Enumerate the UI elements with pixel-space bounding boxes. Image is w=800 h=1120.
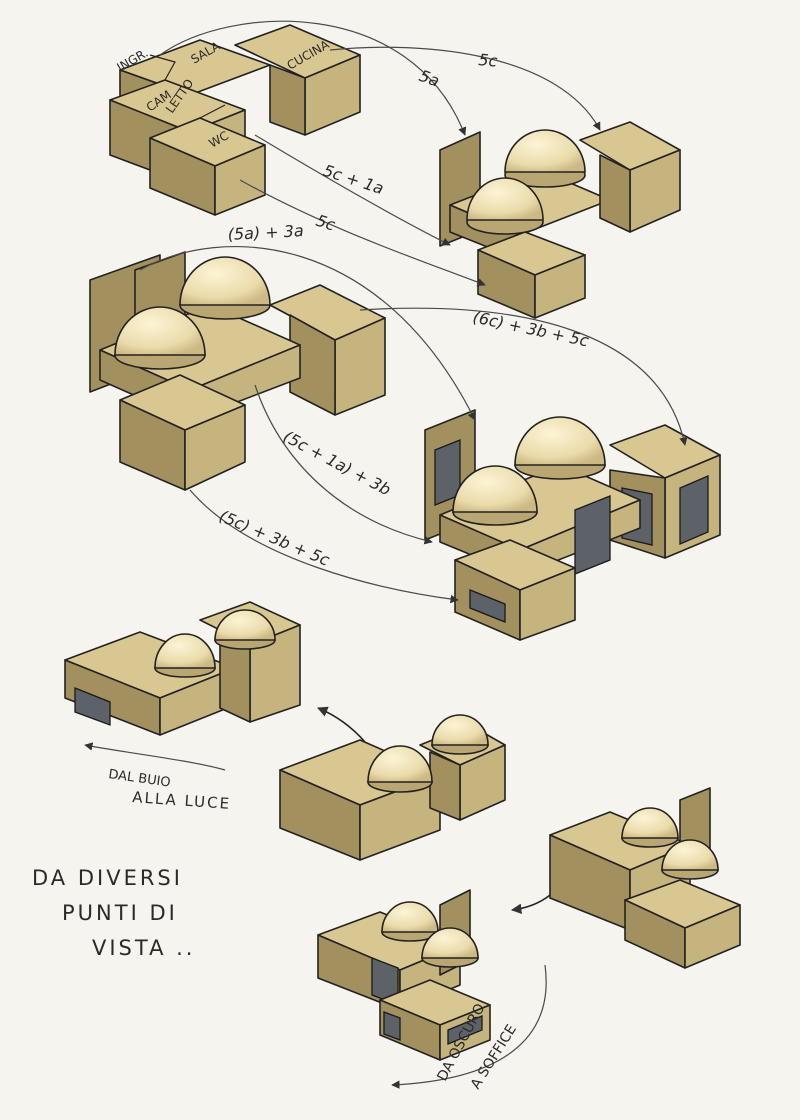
note-line-3: VISTA .. xyxy=(92,936,195,960)
arrow-label-5c-1a-3b: (5c + 1a) + 3b xyxy=(280,427,394,500)
arrow-label-5c-b: 5c xyxy=(314,211,338,235)
note-line-1: DA DIVERSI xyxy=(32,866,183,890)
arrow-label-5c: 5c xyxy=(478,50,499,71)
variant-da-oscuro-a-soffice xyxy=(317,889,491,1061)
caption-dal-buio: DAL BUIO xyxy=(107,767,171,791)
caption-alla-luce: ALLA LUCE xyxy=(132,788,232,813)
massing-model-domes-small xyxy=(439,121,681,319)
note-line-2: PUNTI DI xyxy=(62,901,178,925)
massing-model-plan: INGR. SALA CUCINA CAM LETTO WC xyxy=(109,24,361,216)
arrow-label-5a-3a: (5a) + 3a xyxy=(227,221,304,244)
transformation-arrows xyxy=(84,20,688,1089)
variant-dal-buio-alla-luce xyxy=(64,601,301,736)
variant-middle xyxy=(279,714,506,861)
massing-model-windows xyxy=(424,409,721,641)
massing-model-domes-large xyxy=(89,251,386,491)
variant-right xyxy=(549,787,741,969)
arrow-label-5c-3b-5c: (5c) + 3b + 5c xyxy=(216,506,332,570)
